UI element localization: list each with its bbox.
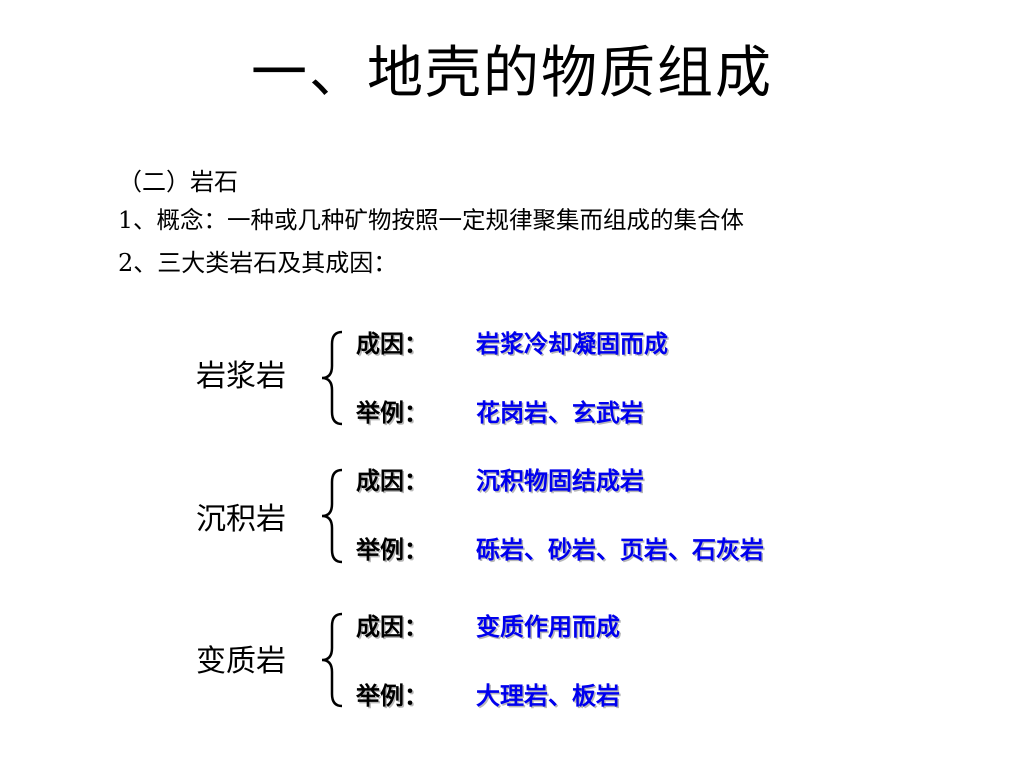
example-label: 举例： xyxy=(356,681,428,710)
brace-icon xyxy=(321,330,343,426)
brace-icon xyxy=(321,468,343,564)
cause-label: 成因： xyxy=(356,329,428,358)
example-label: 举例： xyxy=(356,398,428,427)
slide-title: 一、地壳的物质组成 xyxy=(251,41,773,106)
cause-label: 成因： xyxy=(356,466,428,495)
section-subtitle: （二）岩石 xyxy=(118,168,238,196)
rock-name: 沉积岩 xyxy=(196,502,286,537)
types-heading: 2、三大类岩石及其成因： xyxy=(118,249,398,277)
rock-name: 变质岩 xyxy=(196,644,286,679)
example-label: 举例： xyxy=(356,535,428,564)
example-value: 花岗岩、玄武岩 xyxy=(476,398,644,427)
example-value: 砾岩、砂岩、页岩、石灰岩 xyxy=(476,535,764,564)
example-value: 大理岩、板岩 xyxy=(476,681,620,710)
brace-icon xyxy=(321,612,343,708)
cause-value: 沉积物固结成岩 xyxy=(476,466,644,495)
rock-name: 岩浆岩 xyxy=(196,359,286,394)
cause-value: 变质作用而成 xyxy=(476,612,620,641)
cause-value: 岩浆冷却凝固而成 xyxy=(476,329,668,358)
concept-line: 1、概念：一种或几种矿物按照一定规律聚集而组成的集合体 xyxy=(118,206,744,234)
cause-label: 成因： xyxy=(356,612,428,641)
